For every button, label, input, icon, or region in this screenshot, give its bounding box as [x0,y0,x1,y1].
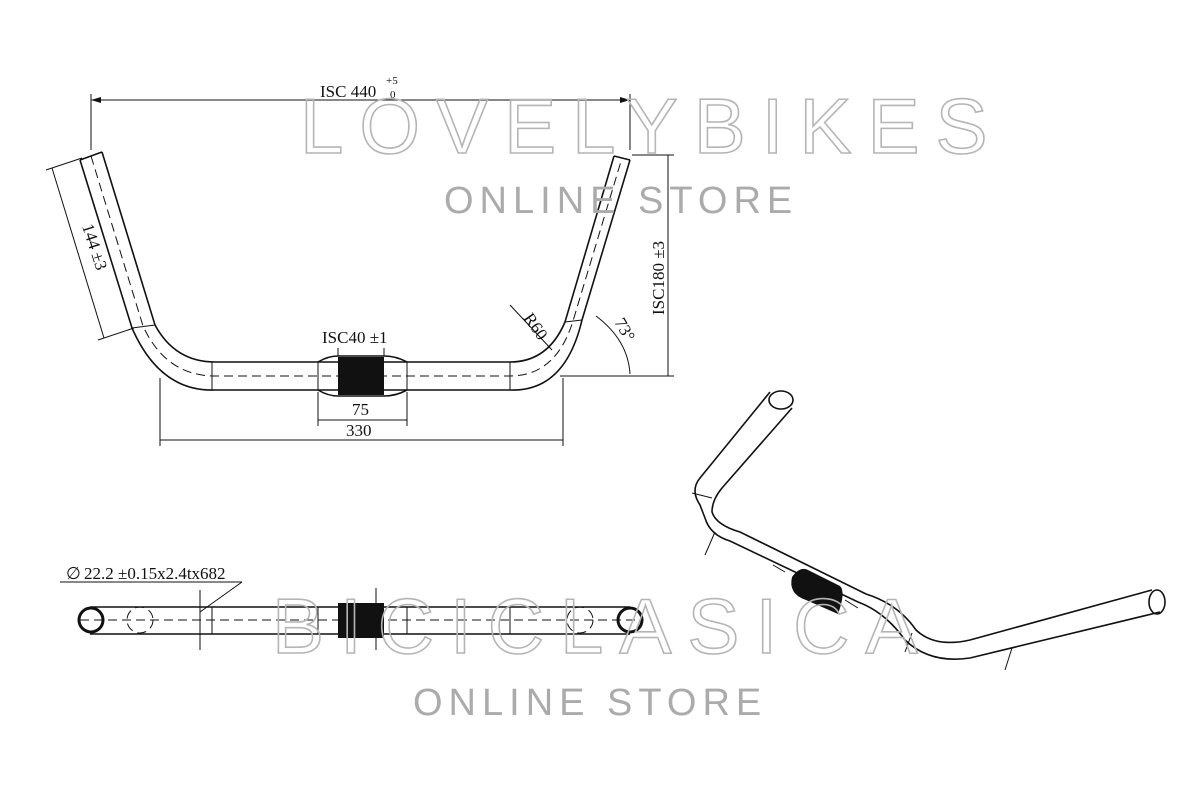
divider [131,324,156,329]
ext-line [45,157,83,171]
divider [564,319,583,323]
divider [704,531,716,556]
radius-leader [509,304,553,351]
watermark-brand-top: LOVELYBIKES [300,82,1004,170]
clamp-bulge [317,355,408,397]
top-view: ∅ 22.2 ±0.15x2.4tx682 [60,564,644,650]
center-diameter-label: ISC40 ±1 [322,328,388,347]
left-tube-end-circle [77,606,105,634]
watermark-bottom: BICICLASICA ONLINE STORE [271,581,933,724]
divider [772,564,786,573]
end-length-label: 144 ±3 [78,221,111,272]
clamp-knurl [338,357,384,395]
divider [1004,647,1013,671]
divider [844,599,859,609]
perspective-right-end [1148,589,1166,615]
bend-radius-label: R60 [520,309,552,343]
tube-spec-leader [199,581,243,613]
perspective-tube-lower [711,407,1153,644]
right-bend-hidden-circle [566,606,594,634]
ext-line [97,327,135,341]
flat-length-label: 330 [346,421,372,440]
front-view-centerline [90,155,623,377]
divider [904,632,913,653]
overall-width-tol-upper: +5 [386,75,398,87]
watermark-brand-bottom: BICICLASICA [272,582,933,670]
angle-arc [595,315,631,375]
tube-spec-label: 22.2 ±0.15x2.4tx682 [84,564,226,583]
watermark-sub-top: ONLINE STORE [444,180,798,222]
overall-width-label: ISC 440 [320,82,376,101]
arrow [620,97,630,103]
perspective-tube-upper [694,391,1161,660]
watermark-sub-bottom: ONLINE STORE [413,682,767,724]
overall-width-tol-lower: 0 [390,89,396,101]
perspective-left-end [768,390,794,410]
dim-line-end-length [51,167,105,339]
diameter-symbol: ∅ [66,564,81,583]
perspective-clamp-knurl [791,568,843,614]
left-bend-hidden-circle [126,606,154,634]
perspective-view [691,390,1166,671]
bend-angle-label: 73° [611,315,639,345]
arrow [91,97,101,103]
watermark-top: LOVELYBIKES ONLINE STORE [299,81,1004,222]
rise-label: ISC180 ±3 [649,241,668,315]
right-tube-end-circle [616,606,644,634]
center-length-label: 75 [352,400,369,419]
divider [691,492,713,499]
